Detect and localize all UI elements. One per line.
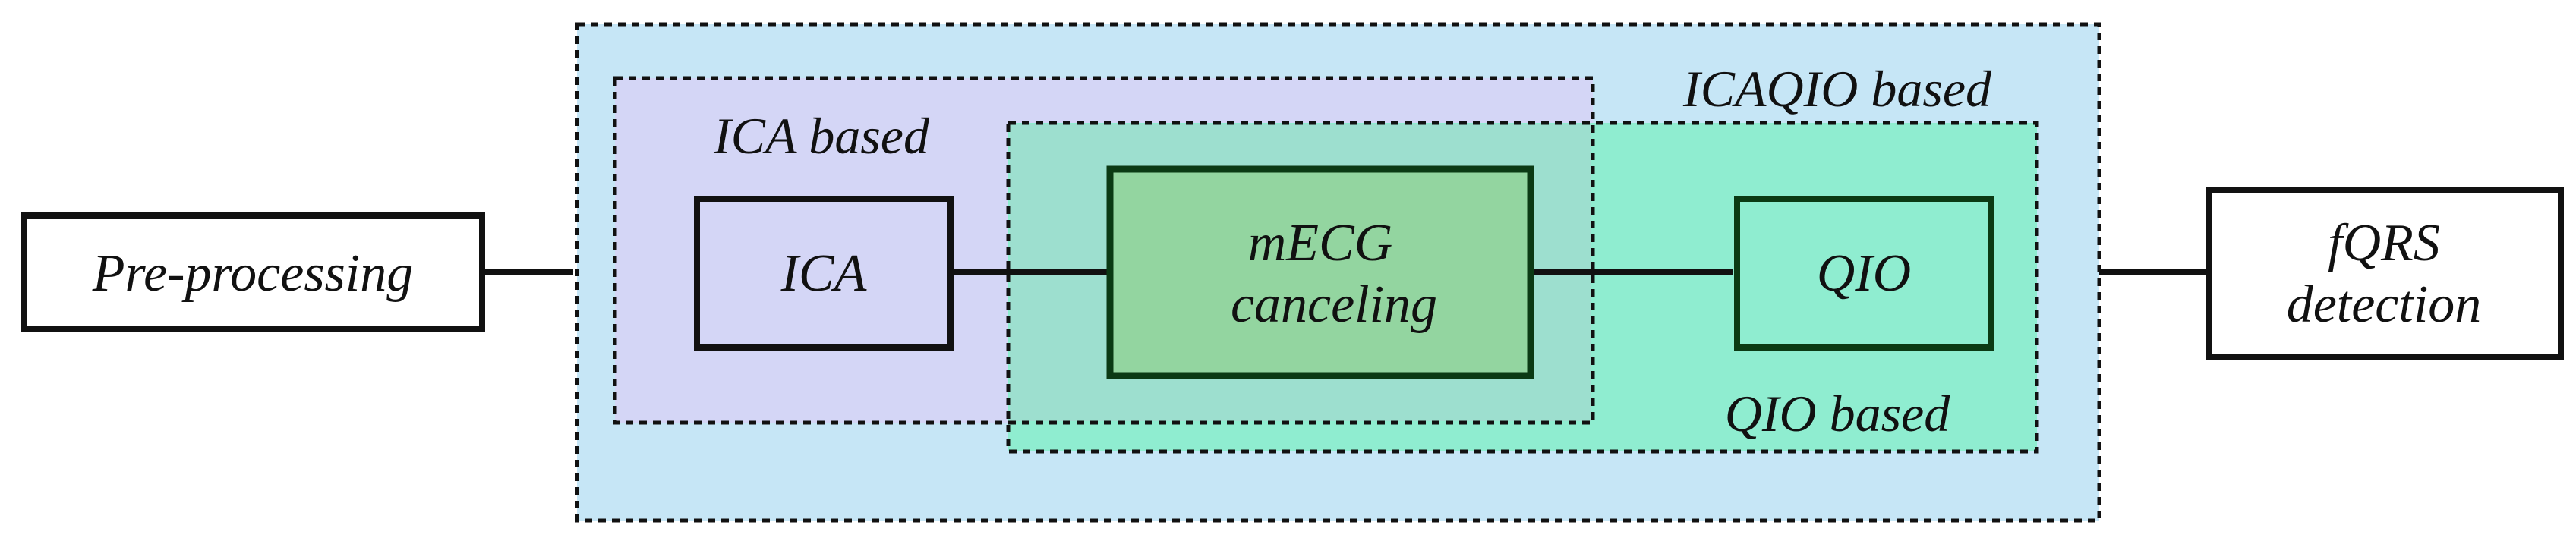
mecg-label-line1: mECG [1248, 214, 1393, 272]
ica-group-label: ICA based [713, 107, 930, 165]
ica-block: ICA [694, 196, 954, 351]
fqrs-detection-block: fQRS detection [2206, 187, 2564, 360]
qio-group-label: QIO based [1725, 385, 1951, 442]
mecg-canceling-block: mECG canceling [1106, 165, 1534, 379]
ica-label: ICA [780, 244, 867, 303]
preprocessing-label: Pre-processing [92, 244, 414, 303]
qio-label: QIO [1817, 244, 1911, 303]
fqrs-label-line1: fQRS [2328, 214, 2440, 272]
icaqio-group-label: ICAQIO based [1682, 60, 1992, 118]
qio-block: QIO [1734, 196, 1994, 351]
mecg-label-line2: canceling [1231, 275, 1437, 334]
preprocessing-block: Pre-processing [21, 212, 485, 332]
fqrs-label-line2: detection [2287, 275, 2482, 334]
